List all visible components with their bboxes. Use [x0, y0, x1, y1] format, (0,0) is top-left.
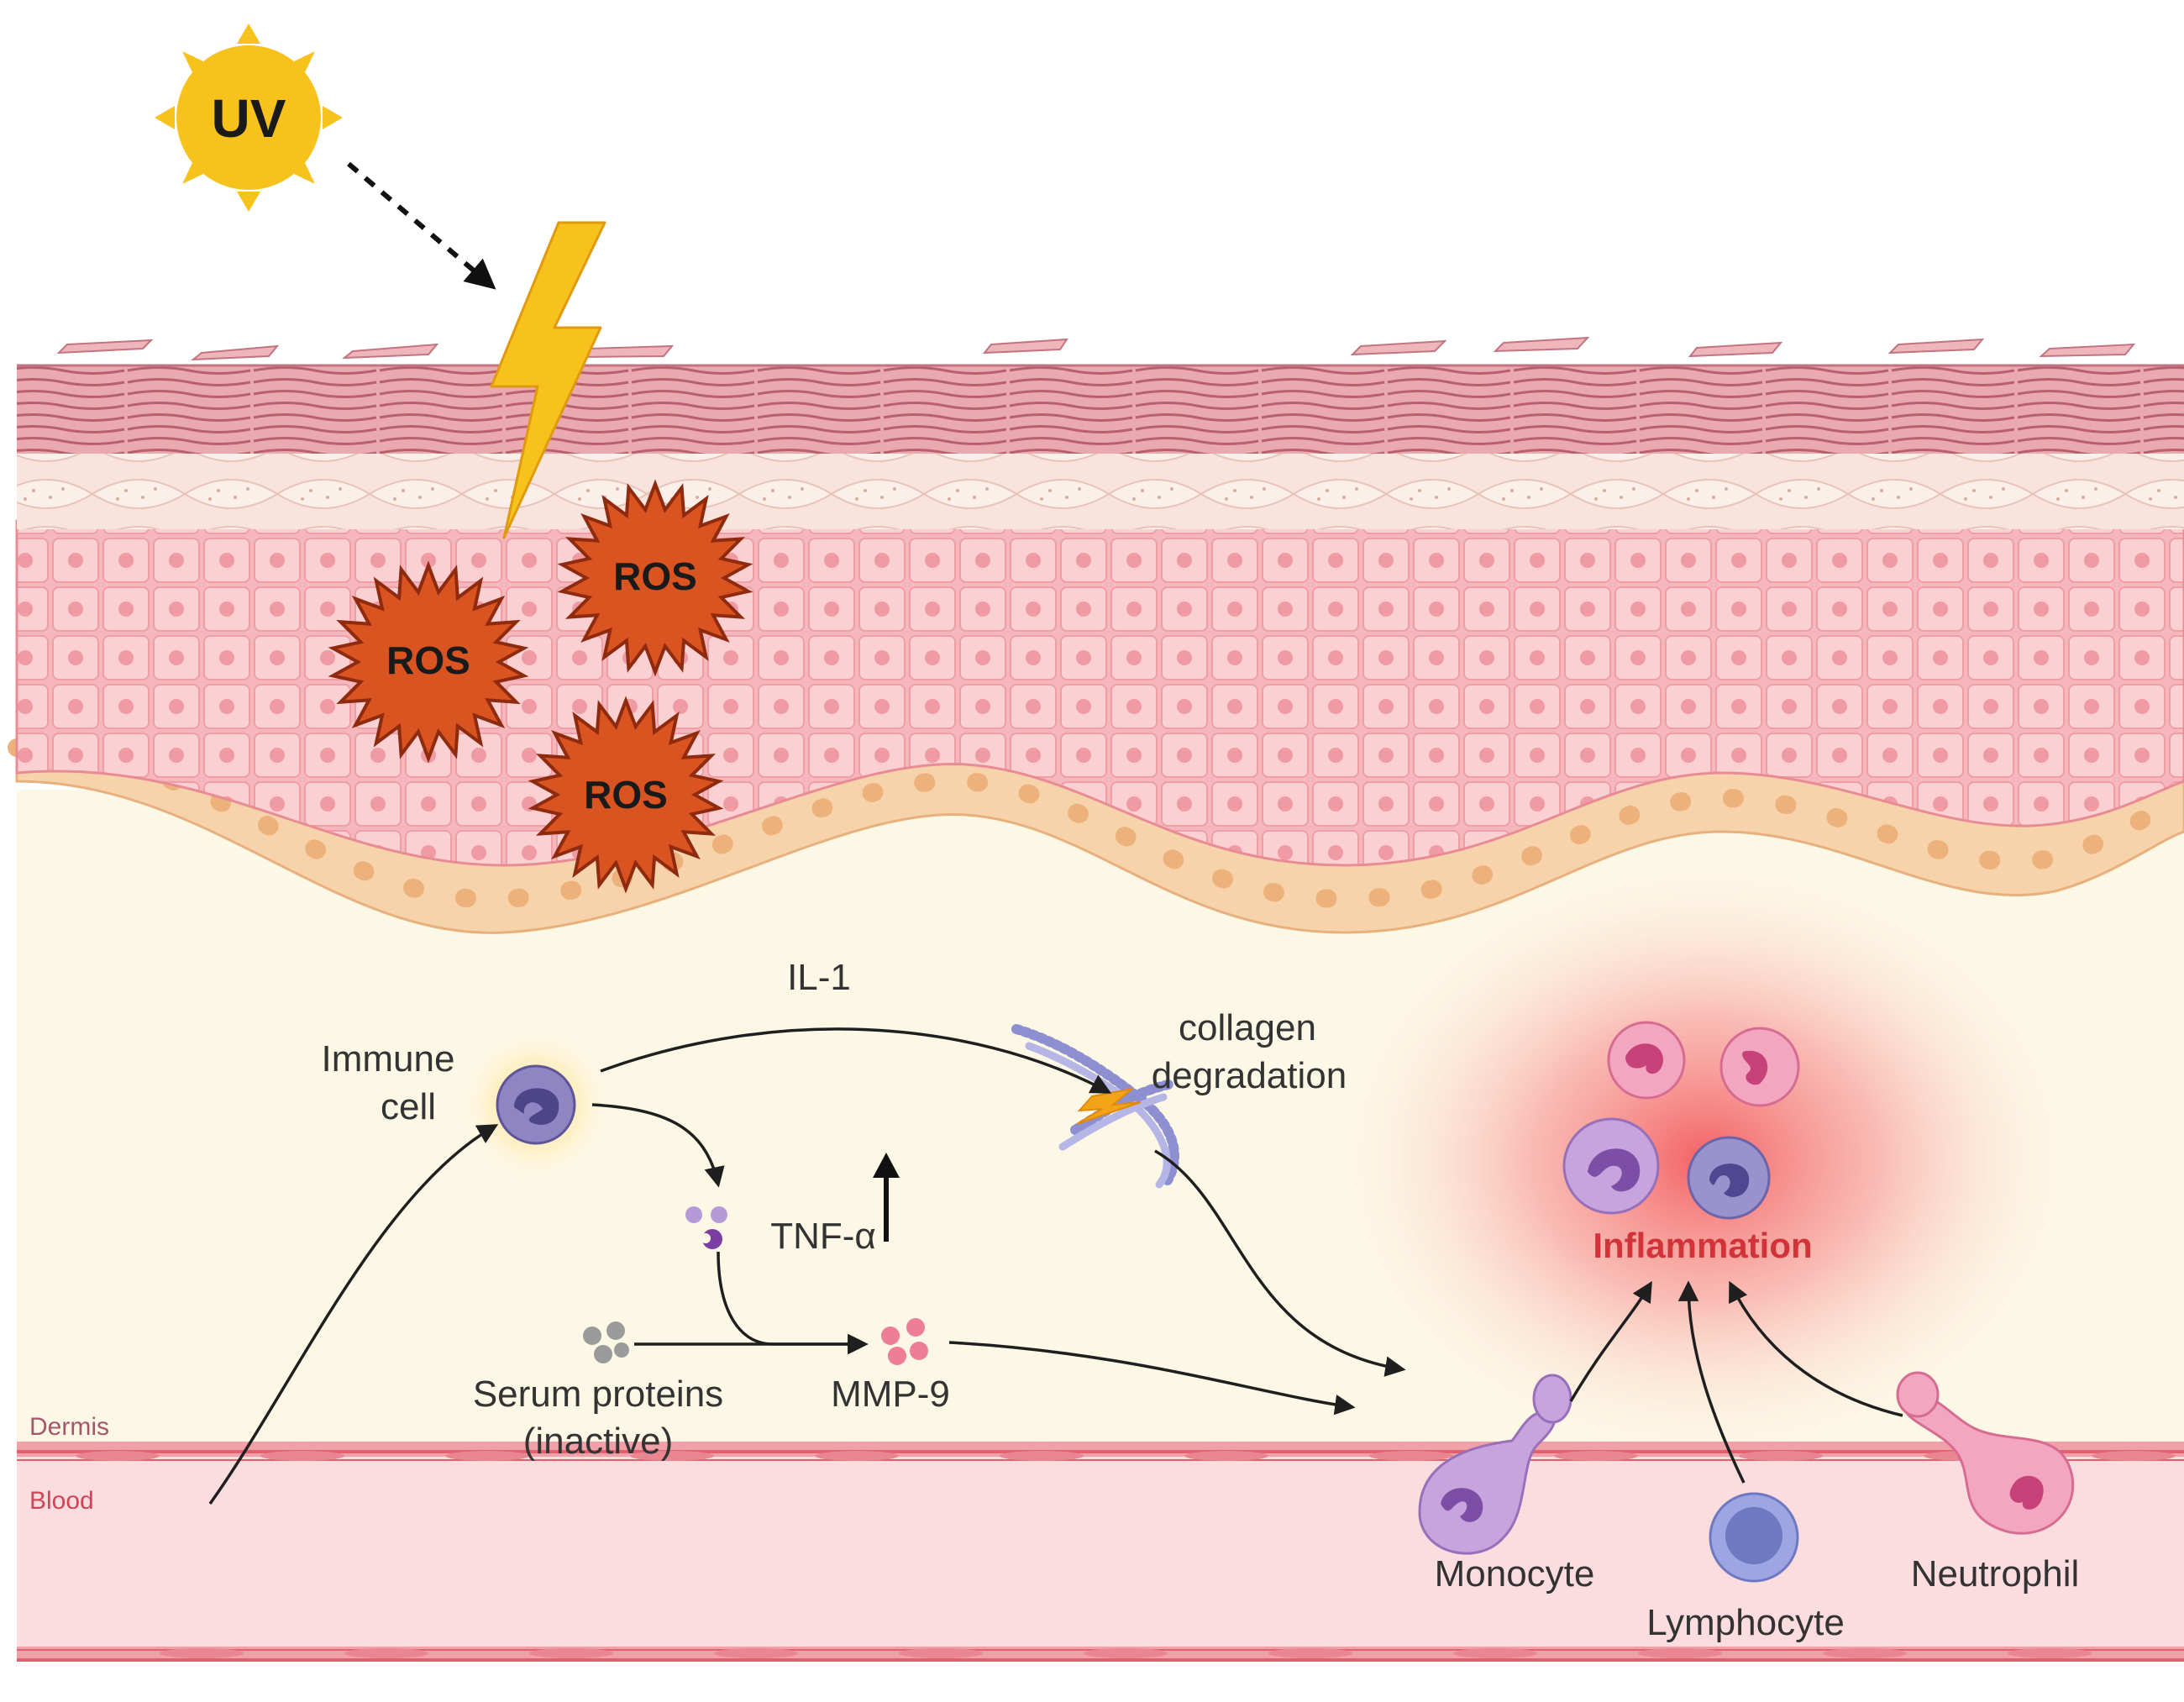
- arrow-collagen-to-tissue: [1154, 1149, 1406, 1377]
- ros-label: ROS: [386, 638, 470, 682]
- granular-layer: [17, 449, 2184, 529]
- up-arrow-icon: [873, 1153, 900, 1242]
- tnf-alpha-label: TNF-α: [770, 1216, 876, 1257]
- monocyte-extravasating-icon: [1418, 1374, 1572, 1555]
- neutrophil-label: Neutrophil: [1911, 1553, 2080, 1594]
- uv-dashed-arrow: [347, 161, 496, 290]
- ros-label: ROS: [613, 554, 697, 598]
- arrow-lymphocyte-to-inflammation: [1677, 1280, 1746, 1484]
- immune-cell-label-line1: Immune: [322, 1038, 455, 1080]
- immune-cell-icon: [496, 1064, 576, 1145]
- ros-burst: ROS: [328, 560, 529, 764]
- uv-label: UV: [212, 88, 286, 149]
- blood-label: Blood: [29, 1487, 94, 1515]
- lymphocyte-cell-icon: [1687, 1136, 1771, 1220]
- collagen-label-line1: collagen: [1179, 1007, 1316, 1048]
- dermis-label: Dermis: [29, 1413, 109, 1441]
- basal-cell-nuclei: [8, 738, 2184, 909]
- lightning-icon: [490, 221, 606, 539]
- monocyte-cell-icon: [1562, 1117, 1660, 1215]
- arrow-immune-cell-to-collagen: [600, 1027, 1112, 1094]
- arrow-monocyte-to-inflammation: [1569, 1280, 1652, 1402]
- arrow-blood-to-immune-cell: [208, 1124, 499, 1505]
- arrow-immune-cell-to-tnf: [591, 1103, 725, 1188]
- epidermis: [8, 336, 2184, 934]
- stratum-corneum: [17, 365, 2184, 454]
- ros-burst: ROS: [528, 696, 724, 894]
- blood-vessel: [17, 1442, 2184, 1662]
- arrow-neutrophil-to-inflammation: [1729, 1280, 1903, 1417]
- arrow-mmp9-to-tissue: [948, 1341, 1356, 1416]
- ros-label: ROS: [584, 773, 668, 817]
- lymphocyte-circulating-icon: [1709, 1492, 1799, 1583]
- tnf-alpha-molecule-icon: [685, 1206, 727, 1249]
- mmp9-molecule-icon: [881, 1318, 928, 1365]
- neutrophil-extravasating-icon: [1896, 1371, 2075, 1535]
- mmp9-label: MMP-9: [831, 1374, 950, 1415]
- neutrophil-cell-icon: [1607, 1021, 1686, 1100]
- collagen-fiber-icon: [1011, 1024, 1180, 1189]
- serum-proteins-label-line1: Serum proteins: [473, 1374, 723, 1415]
- neutrophil-cell-icon: [1719, 1027, 1800, 1107]
- pathway-arrows: [208, 1027, 1903, 1505]
- inflammation-cell-cluster: [1562, 1021, 1800, 1220]
- immune-cell-label-line2: cell: [381, 1086, 436, 1127]
- inflammation-label: Inflammation: [1593, 1226, 1812, 1265]
- ros-burst: ROS: [557, 479, 753, 677]
- sun-icon: UV: [155, 24, 343, 212]
- lymphocyte-label: Lymphocyte: [1646, 1602, 1845, 1643]
- monocyte-label: Monocyte: [1435, 1553, 1595, 1594]
- collagen-label-line2: degradation: [1152, 1055, 1347, 1096]
- serum-proteins-label-line2: (inactive): [523, 1421, 674, 1462]
- il1-label: IL-1: [787, 957, 851, 998]
- serum-protein-molecule-icon: [583, 1321, 629, 1363]
